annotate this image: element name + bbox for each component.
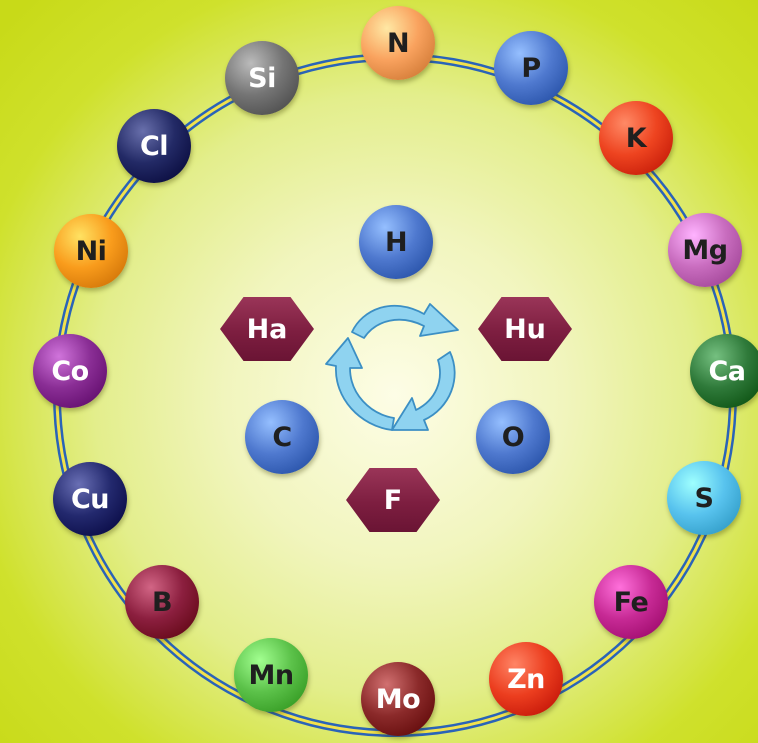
- hex-label: Hu: [504, 313, 546, 345]
- element-si: Si: [225, 41, 299, 115]
- element-label: Ca: [708, 355, 746, 387]
- element-mg: Mg: [668, 213, 742, 287]
- element-label: Cl: [139, 130, 169, 162]
- element-cl: Cl: [117, 109, 191, 183]
- element-label: K: [625, 122, 647, 154]
- cycle-arrow-right: [391, 351, 456, 431]
- element-label: Ni: [75, 235, 107, 267]
- hex-label: F: [383, 484, 403, 516]
- element-label: Zn: [507, 663, 545, 695]
- element-label: Mo: [375, 683, 421, 715]
- element-ca: Ca: [690, 334, 758, 408]
- element-label: O: [501, 421, 525, 453]
- element-n: N: [361, 6, 435, 80]
- element-zn: Zn: [489, 642, 563, 716]
- element-label: N: [386, 27, 410, 59]
- element-cu: Cu: [53, 462, 127, 536]
- element-mo: Mo: [361, 662, 435, 736]
- element-p: P: [494, 31, 568, 105]
- element-h: H: [359, 205, 433, 279]
- element-b: B: [125, 565, 199, 639]
- element-fe: Fe: [594, 565, 668, 639]
- element-c: C: [245, 400, 319, 474]
- element-label: Mn: [248, 659, 294, 691]
- element-ni: Ni: [54, 214, 128, 288]
- element-k: K: [599, 101, 673, 175]
- hex-label: Ha: [246, 313, 288, 345]
- element-co: Co: [33, 334, 107, 408]
- element-label: B: [151, 586, 173, 618]
- element-label: Cu: [70, 483, 110, 515]
- element-o: O: [476, 400, 550, 474]
- element-label: Co: [51, 355, 89, 387]
- element-label: C: [272, 421, 292, 453]
- element-label: H: [384, 226, 408, 258]
- cycle-arrow-top: [351, 303, 459, 339]
- element-label: S: [694, 482, 714, 514]
- cycle-arrows: [325, 303, 459, 431]
- element-label: Si: [248, 62, 276, 94]
- element-s: S: [667, 461, 741, 535]
- element-label: P: [521, 52, 541, 84]
- element-mn: Mn: [234, 638, 308, 712]
- cycle-arrow-left: [325, 337, 395, 431]
- element-label: Fe: [613, 586, 649, 618]
- element-label: Mg: [682, 234, 728, 266]
